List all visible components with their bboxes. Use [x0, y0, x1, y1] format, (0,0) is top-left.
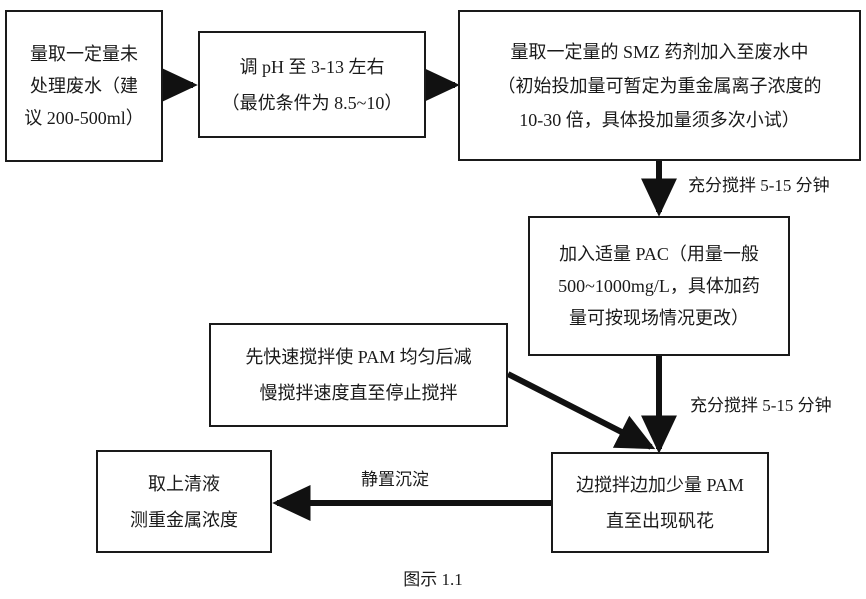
figure-caption: 图示 1.1	[403, 570, 463, 589]
node-measure-supernatant[interactable]: 取上清液 测重金属浓度	[96, 450, 272, 553]
node-line: 取上清液	[148, 473, 220, 494]
node-line: 量取一定量未	[30, 44, 138, 64]
node-line: （初始投加量可暂定为重金属离子浓度的	[497, 75, 822, 96]
node-line: 直至出现矾花	[606, 510, 714, 531]
node-add-smz[interactable]: 量取一定量的 SMZ 药剂加入至废水中 （初始投加量可暂定为重金属离子浓度的 1…	[458, 10, 861, 161]
node-line: 调 pH 至 3-13 左右	[239, 56, 385, 77]
node-line: 量可按现场情况更改）	[569, 308, 749, 328]
edge-label-stir-1: 充分搅拌 5-15 分钟	[688, 176, 830, 195]
node-adjust-ph[interactable]: 调 pH 至 3-13 左右 （最优条件为 8.5~10）	[198, 31, 426, 138]
edge-label-stir-2: 充分搅拌 5-15 分钟	[690, 396, 832, 415]
node-line: 量取一定量的 SMZ 药剂加入至废水中	[510, 41, 809, 62]
node-add-pam[interactable]: 边搅拌边加少量 PAM 直至出现矾花	[551, 452, 769, 553]
connector-note-to-pam	[506, 371, 656, 450]
node-line: 慢搅拌速度直至停止搅拌	[259, 383, 458, 403]
node-line: 测重金属浓度	[130, 509, 238, 530]
node-line: 边搅拌边加少量 PAM	[576, 474, 744, 495]
node-line: 议 200-500ml）	[24, 108, 144, 128]
node-line: 加入适量 PAC（用量一般	[559, 244, 759, 264]
node-line: 10-30 倍，具体投加量须多次小试）	[519, 109, 800, 130]
node-line: （最优条件为 8.5~10）	[221, 92, 403, 113]
node-line: 先快速搅拌使 PAM 均匀后减	[245, 347, 472, 367]
edge-label-settle: 静置沉淀	[361, 470, 429, 489]
node-pam-stir-note[interactable]: 先快速搅拌使 PAM 均匀后减 慢搅拌速度直至停止搅拌	[209, 323, 508, 427]
node-line: 处理废水（建	[30, 76, 138, 96]
node-line: 500~1000mg/L，具体加药	[558, 276, 760, 296]
node-add-pac[interactable]: 加入适量 PAC（用量一般 500~1000mg/L，具体加药 量可按现场情况更…	[528, 216, 790, 356]
node-sample-wastewater[interactable]: 量取一定量未 处理废水（建 议 200-500ml）	[5, 10, 163, 162]
